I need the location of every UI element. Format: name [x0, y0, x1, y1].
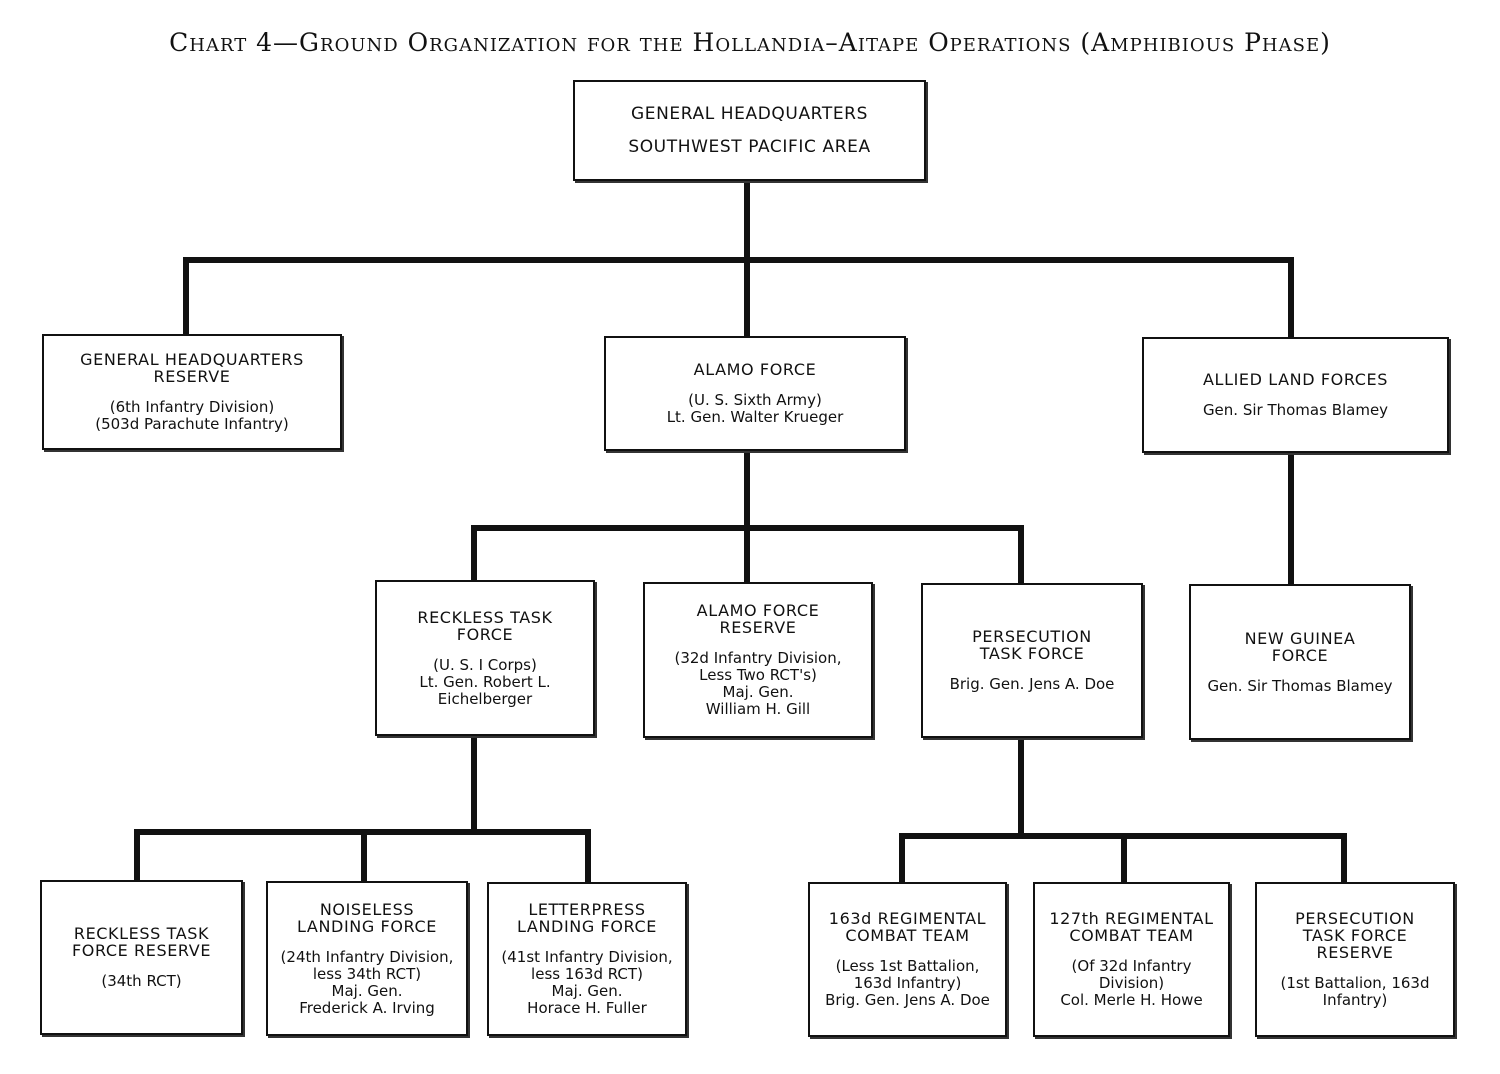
node-persecution-reserve: PERSECUTION TASK FORCE RESERVE (1st Batt… — [1255, 882, 1455, 1037]
node-reckless: RECKLESS TASK FORCE (U. S. I Corps) Lt. … — [375, 580, 595, 736]
node-allied-land-name: ALLIED LAND FORCES — [1203, 370, 1388, 389]
node-allied-land: ALLIED LAND FORCES Gen. Sir Thomas Blame… — [1142, 337, 1449, 453]
node-ghq-name: GENERAL HEADQUARTERS SOUTHWEST PACIFIC A… — [628, 103, 871, 157]
node-noiseless: NOISELESS LANDING FORCE (24th Infantry D… — [266, 881, 468, 1036]
node-reckless-reserve: RECKLESS TASK FORCE RESERVE (34th RCT) — [40, 880, 243, 1035]
node-reckless-name: RECKLESS TASK FORCE — [417, 607, 553, 644]
chart-title: Chart 4—Ground Organization for the Holl… — [169, 28, 1331, 57]
node-persecution-reserve-name: PERSECUTION TASK FORCE RESERVE — [1295, 909, 1415, 962]
node-letterpress-detail: (41st Infantry Division, less 163d RCT) … — [501, 948, 673, 1017]
node-rct163-name: 163d REGIMENTAL COMBAT TEAM — [828, 909, 987, 945]
node-rct127: 127th REGIMENTAL COMBAT TEAM (Of 32d Inf… — [1033, 882, 1230, 1037]
node-letterpress: LETTERPRESS LANDING FORCE (41st Infantry… — [487, 882, 687, 1036]
node-new-guinea-name: NEW GUINEA FORCE — [1244, 628, 1356, 665]
node-persecution-name: PERSECUTION TASK FORCE — [972, 627, 1092, 663]
node-ghq-reserve-detail: (6th Infantry Division) (503d Parachute … — [95, 398, 289, 433]
node-alamo-name: ALAMO FORCE — [693, 360, 817, 379]
node-new-guinea: NEW GUINEA FORCE Gen. Sir Thomas Blamey — [1189, 584, 1411, 740]
node-reckless-reserve-detail: (34th RCT) — [101, 972, 182, 990]
node-alamo-reserve-name: ALAMO FORCE RESERVE — [696, 601, 820, 637]
node-persecution-reserve-detail: (1st Battalion, 163d Infantry) — [1280, 974, 1430, 1009]
node-ghq-reserve: GENERAL HEADQUARTERS RESERVE (6th Infant… — [42, 334, 342, 450]
node-alamo-reserve: ALAMO FORCE RESERVE (32d Infantry Divisi… — [643, 582, 873, 738]
node-rct163-detail: (Less 1st Battalion, 163d Infantry) Brig… — [825, 957, 990, 1009]
node-noiseless-detail: (24th Infantry Division, less 34th RCT) … — [280, 947, 454, 1017]
node-rct127-name: 127th REGIMENTAL COMBAT TEAM — [1049, 909, 1214, 945]
node-persecution: PERSECUTION TASK FORCE Brig. Gen. Jens A… — [921, 583, 1143, 738]
node-ghq: GENERAL HEADQUARTERS SOUTHWEST PACIFIC A… — [573, 80, 926, 181]
node-alamo-reserve-detail: (32d Infantry Division, Less Two RCT's) … — [674, 649, 842, 718]
node-alamo: ALAMO FORCE (U. S. Sixth Army) Lt. Gen. … — [604, 336, 906, 451]
node-letterpress-name: LETTERPRESS LANDING FORCE — [517, 900, 657, 936]
node-rct163: 163d REGIMENTAL COMBAT TEAM (Less 1st Ba… — [808, 882, 1007, 1037]
node-ghq-reserve-name: GENERAL HEADQUARTERS RESERVE — [80, 350, 304, 386]
node-rct127-detail: (Of 32d Infantry Division) Col. Merle H.… — [1060, 957, 1203, 1009]
node-reckless-detail: (U. S. I Corps) Lt. Gen. Robert L. Eiche… — [419, 655, 551, 708]
node-noiseless-name: NOISELESS LANDING FORCE — [297, 899, 437, 936]
node-persecution-detail: Brig. Gen. Jens A. Doe — [949, 675, 1115, 693]
node-allied-land-detail: Gen. Sir Thomas Blamey — [1202, 401, 1389, 419]
node-new-guinea-detail: Gen. Sir Thomas Blamey — [1207, 676, 1393, 695]
node-alamo-detail: (U. S. Sixth Army) Lt. Gen. Walter Krueg… — [666, 391, 844, 426]
node-reckless-reserve-name: RECKLESS TASK FORCE RESERVE — [71, 924, 212, 960]
